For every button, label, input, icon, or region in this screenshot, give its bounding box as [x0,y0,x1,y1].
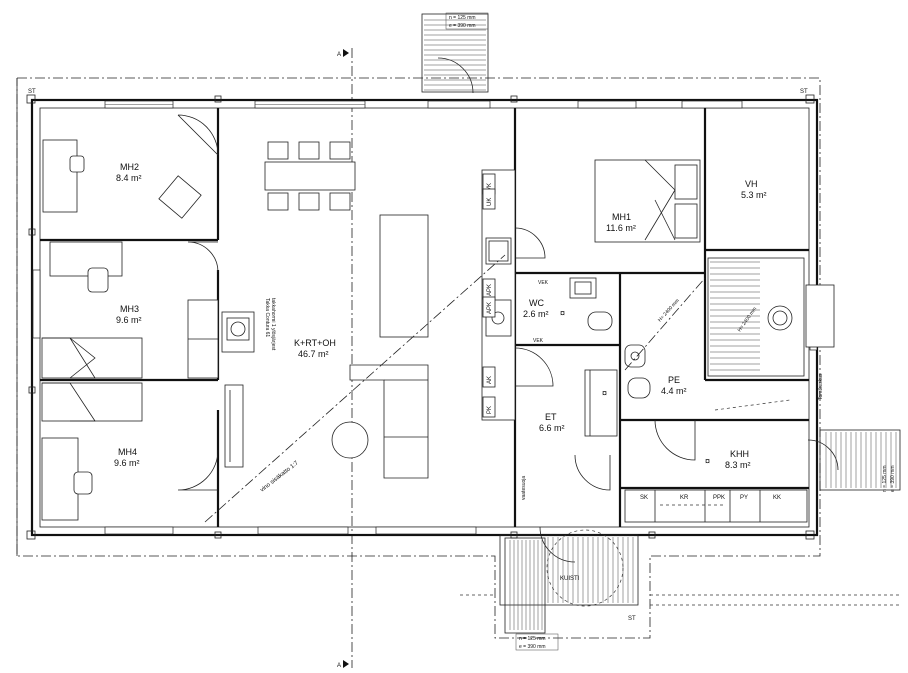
room-pe-area: 4.4 m² [661,386,687,396]
dim-right-n: n = 125 mm [882,465,888,492]
h2400-label-a: H= 2400 mm [657,298,681,323]
room-wc-area: 2.6 m² [523,309,549,319]
svg-text:¤: ¤ [602,388,607,398]
outer-envelope [16,77,821,639]
section-a-bottom-label: A [337,663,341,669]
corner-markers [26,94,815,540]
takka-sub-label: takkahormi 1 ylösjärjest [270,298,276,351]
kitchen-cabinet-label: APK [487,302,493,314]
mh1-bed [594,159,701,243]
room-khh-name: KHH [730,449,749,459]
room-mh4-name: MH4 [118,447,137,457]
dining-table [264,141,356,211]
khh-cabinet-labels: SK KR PPK PY KK [640,495,781,501]
room-et-name: ET [545,412,557,422]
floor-drains: ¤ ¤ ¤ [560,308,710,466]
dim-top-n: n = 125 mm [449,15,476,21]
takka-label: Takka Contura 61 [264,298,270,337]
room-labels: MH2 8.4 m² MH1 11.6 m² VH 5.3 m² MH3 9.6… [114,162,767,470]
entry-steps-right [819,429,901,491]
room-mh1-name: MH1 [612,212,631,222]
room-mh2-area: 8.4 m² [116,173,142,183]
st-bottom-right: ST [628,616,636,622]
dim-right-e: e = 390 mm [890,465,896,492]
dim-bottom-n: n = 125 mm [519,636,546,642]
kitchen-cabinet-label: PK [487,406,493,414]
kitchen-cabinet-label: UK [487,198,493,206]
kitchen-cabinet-label: AK [487,376,493,384]
kitchen-cabinet-labels: VK UK APK APK AK PK [482,173,496,418]
living-sofa [331,364,429,479]
mh2-furniture [42,139,202,219]
kitchen-cabinet-label: VK [487,183,493,191]
st-top-left: ST [28,89,36,95]
khh-cabinets [624,399,808,523]
room-mh4-area: 9.6 m² [114,458,140,468]
sloped-ceiling-line: vino sisäkatto 1:7 [204,254,506,523]
room-et-area: 6.6 m² [539,423,565,433]
fireplace: Takka Contura 61 takkahormi 1 ylösjärjes… [221,298,276,353]
sauna: H= 2400 mm Tomtkeskus [707,257,835,400]
khh-cabinet-label: KR [680,495,689,501]
room-pe-name: PE [668,375,680,385]
room-vh-area: 5.3 m² [741,190,767,200]
svg-text:¤: ¤ [705,456,710,466]
svg-text:¤: ¤ [560,308,565,318]
mh3-furniture [41,241,219,379]
dim-bottom-e: e = 390 mm [519,644,546,650]
et-closet: vaatesuoja [521,369,618,500]
st-top-right: ST [800,89,808,95]
vek-label-a: VEK [538,280,549,286]
vek-label-b: VEK [533,338,544,344]
kuisti-label: KUISTI [560,576,580,582]
dimension-notes: n = 125 mm e = 390 mm n = 125 mm e = 390… [445,12,896,651]
porch-kuisti: KUISTI [460,529,900,634]
khh-cabinet-label: SK [640,495,648,501]
room-krtoh-area: 46.7 m² [298,349,329,359]
pe-fixtures: H= 2400 mm [624,277,706,399]
mh4-furniture [41,382,244,521]
room-krtoh-name: K+RT+OH [294,338,336,348]
room-vh-name: VH [745,179,758,189]
section-line-a: A A [337,48,353,669]
dim-top-e: e = 390 mm [449,23,476,29]
room-mh3-name: MH3 [120,304,139,314]
vaatesuoja-label: vaatesuoja [521,476,527,500]
room-mh3-area: 9.6 m² [116,315,142,325]
room-khh-area: 8.3 m² [725,460,751,470]
room-wc-name: WC [529,298,544,308]
room-mh1-area: 11.6 m² [606,223,636,233]
section-a-top-label: A [337,52,341,58]
khh-cabinet-label: KK [773,495,781,501]
entry-steps-top [421,13,489,93]
khh-cabinet-label: PPK [713,495,725,501]
wc-fixtures: VEK VEK [533,277,613,344]
kitchen-cabinet-label: APK [487,284,493,296]
khh-cabinet-label: PY [740,495,748,501]
doors [177,57,839,563]
vino-sisakatto-label: vino sisäkatto 1:7 [260,460,301,494]
interior-walls [40,108,809,527]
room-mh2-name: MH2 [120,162,139,172]
tomtkeskus-label: Tomtkeskus [818,373,824,400]
kitchen-island [379,214,429,338]
